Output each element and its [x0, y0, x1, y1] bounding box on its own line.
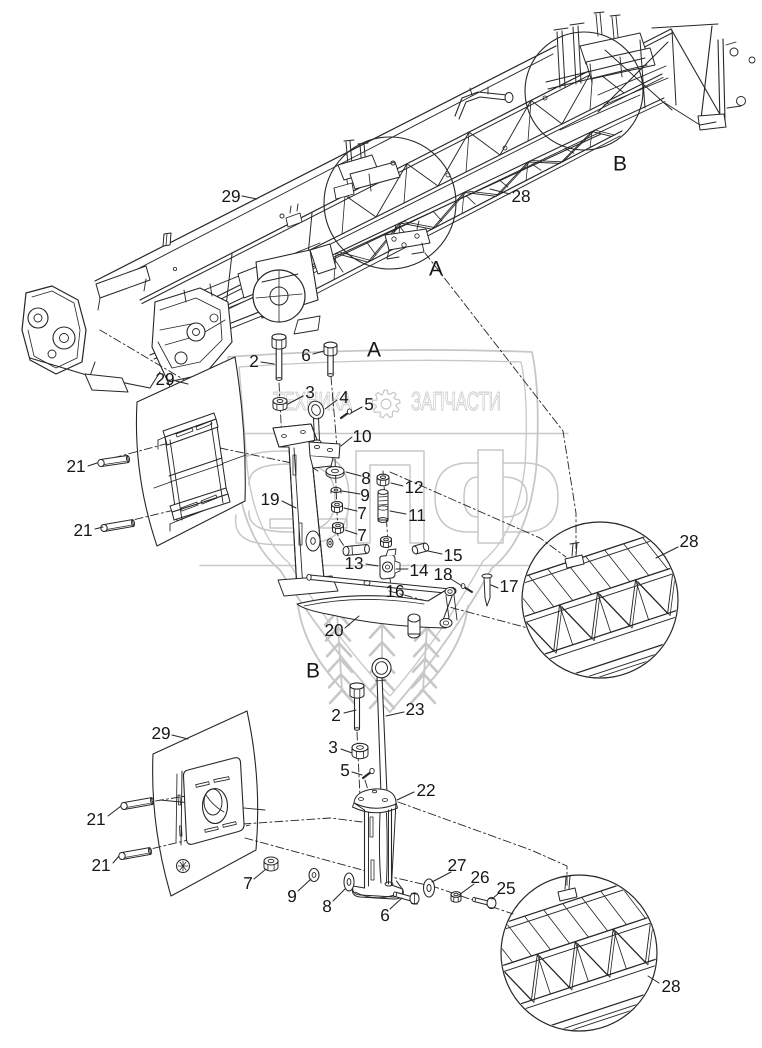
svg-text:17: 17 — [499, 576, 518, 596]
svg-text:5: 5 — [340, 760, 350, 780]
svg-text:27: 27 — [447, 855, 466, 875]
svg-text:18: 18 — [433, 564, 452, 584]
svg-text:11: 11 — [408, 505, 426, 525]
svg-text:7: 7 — [357, 503, 367, 523]
svg-text:15: 15 — [443, 545, 462, 565]
svg-text:B: B — [613, 153, 627, 176]
svg-text:7: 7 — [243, 873, 253, 893]
svg-text:8: 8 — [322, 896, 332, 916]
svg-text:28: 28 — [511, 186, 530, 206]
svg-text:6: 6 — [301, 345, 311, 365]
svg-text:21: 21 — [73, 520, 92, 540]
svg-text:29: 29 — [221, 186, 240, 206]
svg-text:9: 9 — [360, 485, 370, 505]
svg-text:10: 10 — [352, 426, 371, 446]
svg-text:20: 20 — [324, 620, 343, 640]
svg-text:5: 5 — [364, 394, 374, 414]
svg-text:12: 12 — [404, 477, 423, 497]
svg-text:25: 25 — [496, 878, 515, 898]
svg-text:ЗАПЧАСТИ: ЗАПЧАСТИ — [411, 386, 501, 416]
svg-text:16: 16 — [385, 581, 404, 601]
svg-text:13: 13 — [344, 553, 363, 573]
svg-text:28: 28 — [679, 531, 698, 551]
svg-text:B: B — [306, 660, 320, 683]
svg-text:21: 21 — [66, 456, 85, 476]
svg-text:2: 2 — [249, 351, 259, 371]
svg-text:7: 7 — [357, 525, 367, 545]
svg-text:A: A — [429, 258, 443, 281]
svg-text:22: 22 — [416, 780, 435, 800]
svg-text:14: 14 — [409, 560, 429, 580]
svg-text:6: 6 — [380, 905, 390, 925]
svg-text:2: 2 — [331, 705, 341, 725]
svg-text:4: 4 — [339, 387, 349, 407]
svg-text:23: 23 — [405, 699, 424, 719]
svg-text:29: 29 — [155, 369, 174, 389]
svg-text:19: 19 — [260, 489, 279, 509]
svg-text:21: 21 — [86, 809, 105, 829]
svg-text:A: A — [367, 339, 381, 362]
svg-text:29: 29 — [151, 723, 170, 743]
svg-text:21: 21 — [91, 855, 110, 875]
svg-text:3: 3 — [305, 382, 315, 402]
svg-text:26: 26 — [470, 867, 489, 887]
svg-text:8: 8 — [361, 468, 371, 488]
svg-text:9: 9 — [287, 886, 297, 906]
svg-text:28: 28 — [661, 976, 680, 996]
svg-text:3: 3 — [328, 737, 338, 757]
